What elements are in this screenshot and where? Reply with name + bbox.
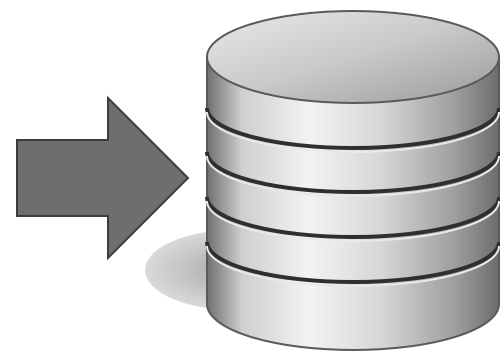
disk-grooves (205, 107, 500, 287)
right-arrow-icon (16, 95, 190, 261)
cylinder-top (206, 10, 500, 104)
database-cylinder-icon (205, 10, 500, 351)
